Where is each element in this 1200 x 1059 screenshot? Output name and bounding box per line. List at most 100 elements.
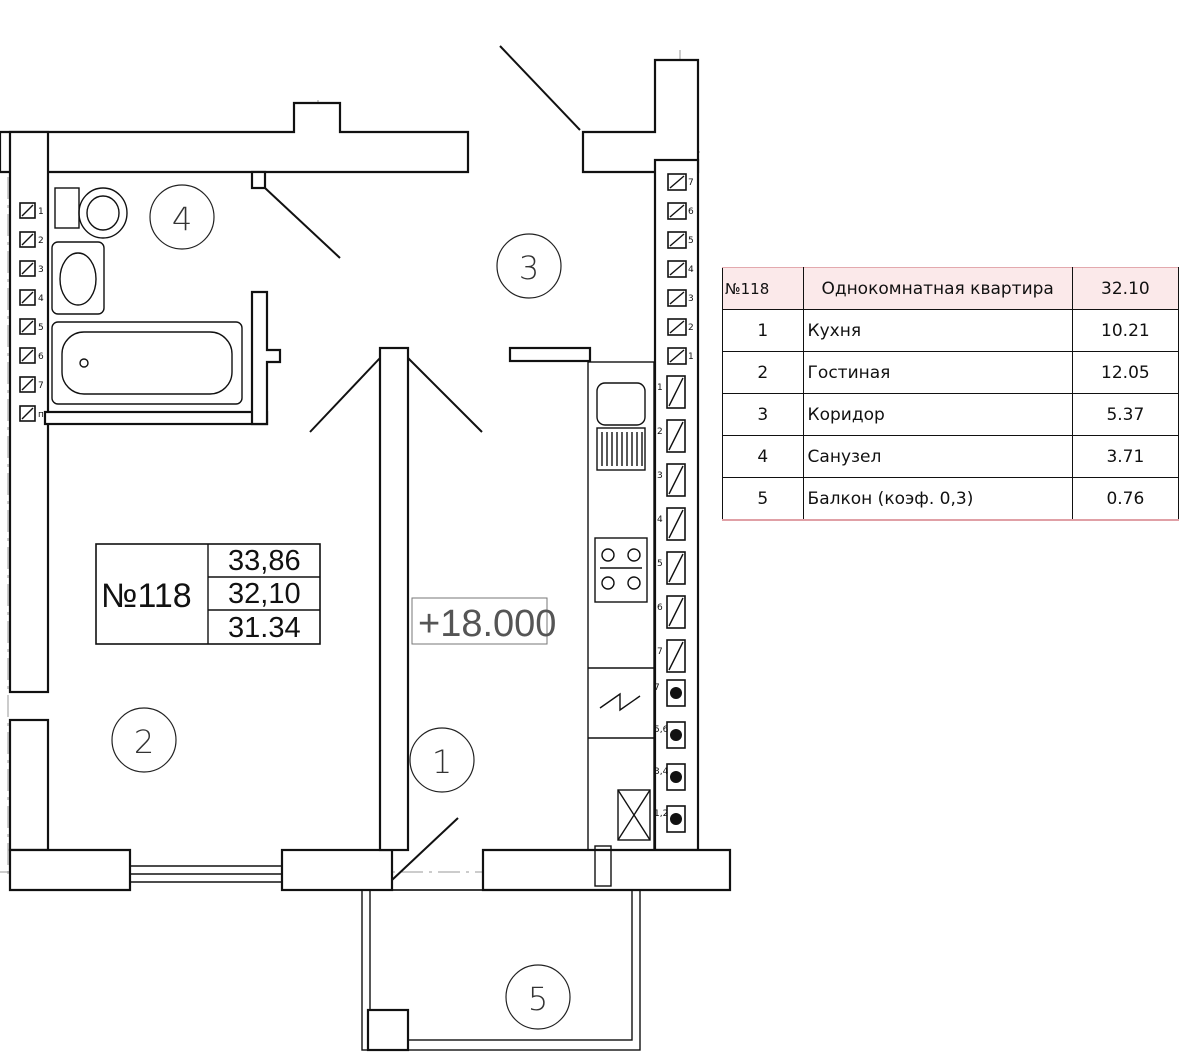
vent-block: 1 bbox=[657, 375, 686, 409]
row-name: Гостиная bbox=[802, 351, 1073, 394]
vent-block: 5,6 bbox=[654, 721, 686, 749]
vent-block: 6 bbox=[19, 347, 44, 364]
vent-block: 4 bbox=[19, 289, 44, 306]
explication-header-row: №118 Однокомнатная квартира 32.10 bbox=[722, 267, 1180, 310]
header-total-area: 32.10 bbox=[1071, 267, 1180, 310]
room-1-circle bbox=[409, 727, 475, 793]
vent-block: 5 bbox=[657, 551, 686, 585]
vent-block: 2 bbox=[19, 231, 44, 248]
row-num: 4 bbox=[722, 435, 804, 478]
elevation-mark: +18.000 bbox=[411, 597, 556, 645]
vent-block: 2 bbox=[657, 419, 686, 453]
row-area: 10.21 bbox=[1071, 309, 1180, 352]
washbasin bbox=[51, 241, 105, 315]
vent-block: 7 bbox=[667, 173, 694, 191]
vent-block: 1 bbox=[19, 202, 44, 219]
table-row: 2 Гостиная 12.05 bbox=[722, 351, 1180, 394]
room-5-label: 5 bbox=[528, 980, 548, 1018]
vent-tag: 7 bbox=[657, 647, 663, 657]
vent-block: 7 bbox=[657, 639, 686, 673]
vent-block: 4 bbox=[667, 260, 694, 278]
room-markers: 1 2 3 4 5 bbox=[111, 184, 571, 1030]
row-name: Балкон (коэф. 0,3) bbox=[802, 477, 1073, 521]
vent-block: 1 bbox=[667, 347, 694, 365]
boiler bbox=[617, 789, 651, 841]
vent-block: 3 bbox=[667, 289, 694, 307]
bathroom-fixtures bbox=[51, 187, 243, 405]
vent-tag: 5,6 bbox=[654, 725, 669, 735]
row-num: 5 bbox=[722, 477, 804, 521]
walls bbox=[0, 58, 732, 892]
vent-block: 2 bbox=[667, 318, 694, 336]
apartment-number: №118 bbox=[101, 577, 192, 615]
room-2-label: 2 bbox=[134, 723, 154, 761]
vent-block: 3 bbox=[657, 463, 686, 497]
vent-block: 7 bbox=[654, 679, 686, 707]
toilet-bowl bbox=[78, 187, 128, 239]
vent-block: 1,2 bbox=[654, 805, 686, 833]
vent-tag: 5 bbox=[38, 323, 44, 333]
table-row: 3 Коридор 5.37 bbox=[722, 393, 1180, 436]
vent-block: 3 bbox=[19, 260, 44, 277]
vent-tag: 7 bbox=[654, 683, 660, 693]
room-3-label: 3 bbox=[519, 249, 539, 287]
vent-tag: 2 bbox=[688, 323, 694, 333]
vent-tag: 4 bbox=[657, 515, 663, 525]
vent-tag: 1 bbox=[657, 383, 663, 393]
row-name: Санузел bbox=[802, 435, 1073, 478]
doors bbox=[264, 45, 581, 881]
vent-tag: 2 bbox=[38, 236, 44, 246]
room-3-circle bbox=[496, 233, 562, 299]
vent-block: 6 bbox=[657, 595, 686, 629]
vent-block: 4 bbox=[657, 507, 686, 541]
vent-block: 6 bbox=[667, 202, 694, 220]
vent-tag: 2 bbox=[657, 427, 663, 437]
vent-tag: 4 bbox=[38, 294, 44, 304]
vent-tag: п. bbox=[38, 410, 47, 420]
header-apartment-number: №118 bbox=[722, 267, 804, 310]
row-num: 3 bbox=[722, 393, 804, 436]
row-area: 5.37 bbox=[1071, 393, 1180, 436]
vent-tag: 3 bbox=[38, 265, 44, 275]
row-num: 1 bbox=[722, 309, 804, 352]
header-apartment-type: Однокомнатная квартира bbox=[802, 267, 1073, 310]
area-without-balcony: 32,10 bbox=[228, 578, 301, 610]
vent-tag: 6 bbox=[657, 603, 663, 613]
vent-tag: 3 bbox=[688, 294, 694, 304]
table-row: 1 Кухня 10.21 bbox=[722, 309, 1180, 352]
vent-tag: 6 bbox=[688, 207, 694, 217]
table-row: 5 Балкон (коэф. 0,3) 0.76 bbox=[722, 477, 1180, 521]
room-2-circle bbox=[111, 707, 177, 773]
room-1-label: 1 bbox=[432, 743, 452, 781]
drainboard-lines bbox=[601, 432, 643, 466]
row-area: 0.76 bbox=[1071, 477, 1180, 521]
row-area: 12.05 bbox=[1071, 351, 1180, 394]
vent-tag: 6 bbox=[38, 352, 44, 362]
vent-block: 7 bbox=[19, 376, 44, 393]
vent-block: п. bbox=[19, 405, 47, 422]
row-area: 3.71 bbox=[1071, 435, 1180, 478]
apartment-label-box: №118 33,86 32,10 31.34 bbox=[95, 543, 321, 645]
sink bbox=[596, 382, 646, 426]
vent-block: 5 bbox=[19, 318, 44, 335]
table-row: 4 Санузел 3.71 bbox=[722, 435, 1180, 478]
row-name: Кухня bbox=[802, 309, 1073, 352]
kitchen-counter bbox=[587, 361, 655, 851]
balcony bbox=[361, 845, 641, 1052]
stove bbox=[594, 537, 648, 603]
room-4-circle bbox=[149, 184, 215, 250]
vent-tag: 5 bbox=[657, 559, 663, 569]
vent-block: 5 bbox=[667, 231, 694, 249]
bathtub bbox=[51, 321, 243, 405]
row-name: Коридор bbox=[802, 393, 1073, 436]
room-5-circle bbox=[505, 964, 571, 1030]
vent-tag: 3 bbox=[657, 471, 663, 481]
room-4-label: 4 bbox=[172, 200, 192, 238]
vent-tag: 7 bbox=[38, 381, 44, 391]
toilet-tank bbox=[54, 187, 80, 229]
electric-panel-icon bbox=[599, 692, 641, 712]
explication-table: №118 Однокомнатная квартира 32.10 1 Кухн… bbox=[722, 267, 1180, 521]
vent-tag: 7 bbox=[688, 178, 694, 188]
vent-tag: 4 bbox=[688, 265, 694, 275]
